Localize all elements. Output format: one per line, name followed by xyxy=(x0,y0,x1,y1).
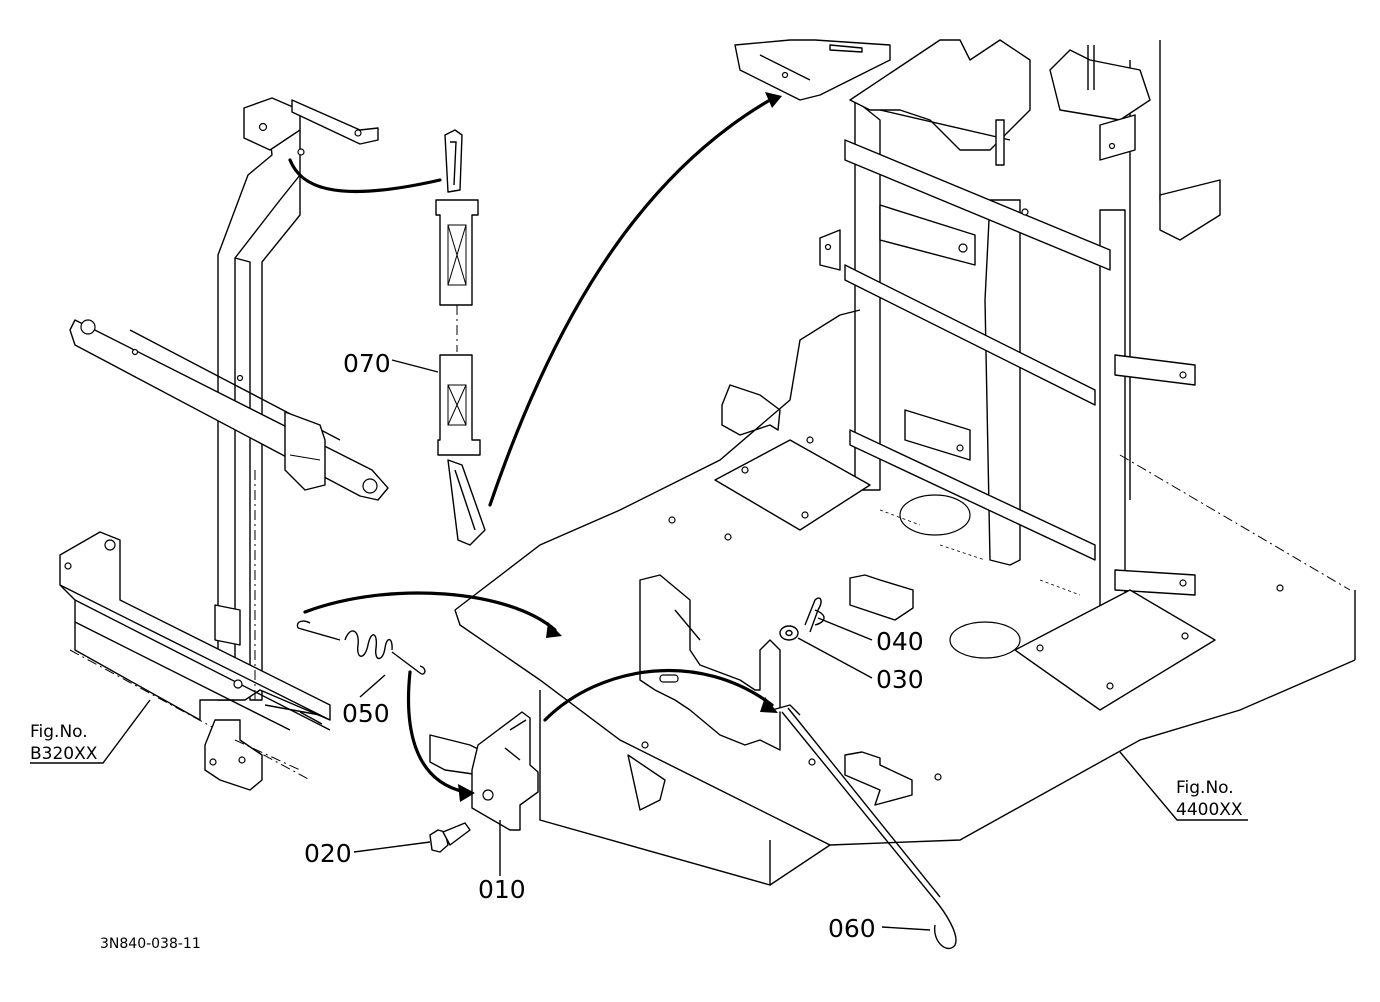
callout-060: 060 xyxy=(828,914,876,943)
part-020-pin xyxy=(429,822,471,853)
rops-frame xyxy=(714,39,1221,711)
assembly-arrows xyxy=(288,92,782,802)
left-subframe xyxy=(59,97,389,791)
part-030-washer xyxy=(779,625,799,641)
figref-right-line1: Fig.No. xyxy=(1176,778,1234,798)
figref-left-line2: B320XX xyxy=(30,744,98,764)
callout-010: 010 xyxy=(478,875,526,904)
leader-lines xyxy=(30,359,1248,931)
figref-right-line2: 4400XX xyxy=(1176,800,1243,820)
part-070-strap xyxy=(435,129,486,546)
part-060-rod xyxy=(771,704,957,950)
callout-040: 040 xyxy=(876,627,924,656)
callout-050: 050 xyxy=(342,699,390,728)
part-040-clip xyxy=(804,597,825,633)
callout-030: 030 xyxy=(876,665,924,694)
floor-plate xyxy=(454,309,1356,886)
drawing-code: 3N840-038-11 xyxy=(100,936,201,952)
part-050-spring xyxy=(296,620,426,675)
callout-070: 070 xyxy=(343,349,391,378)
figref-left-line1: Fig.No. xyxy=(30,722,88,742)
part-010-latch xyxy=(429,711,539,831)
callout-020: 020 xyxy=(304,839,352,868)
